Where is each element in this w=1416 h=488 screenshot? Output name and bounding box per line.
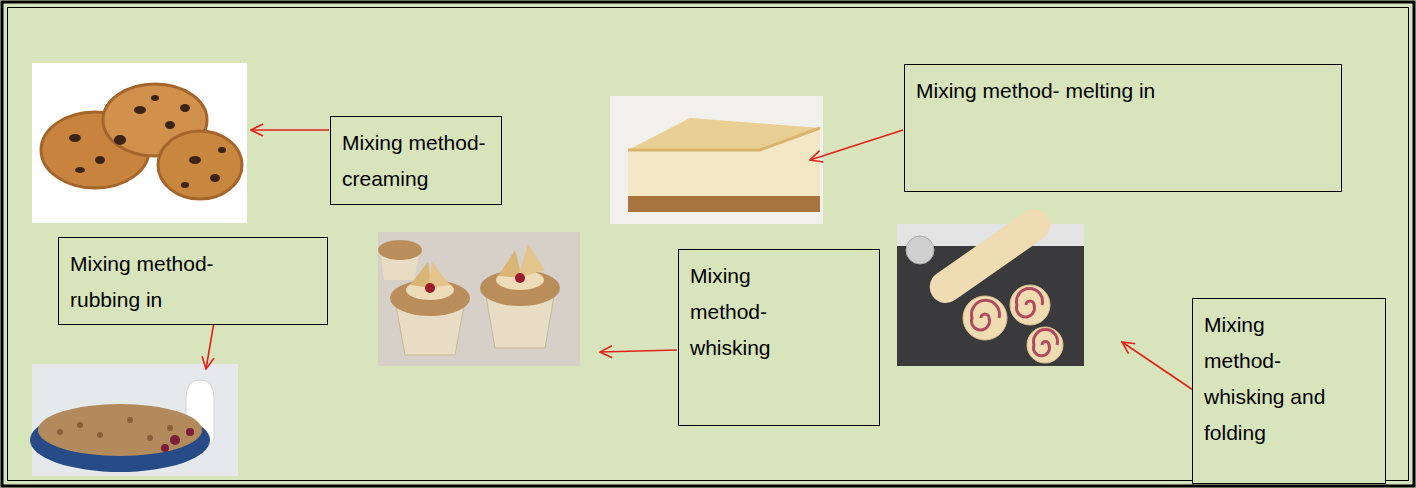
cheesecake-picture — [610, 96, 823, 224]
method-label: Mixing method- creaming — [342, 125, 495, 197]
swiss-roll-picture — [897, 203, 1084, 366]
method-box: Mixing method- melting in — [904, 64, 1342, 192]
method-label: Mixing method- melting in — [916, 73, 1335, 109]
method-box: Mixing method- whisking and folding — [1192, 298, 1386, 484]
leader-arrow — [206, 322, 214, 369]
cupcakes-picture — [378, 232, 580, 366]
crumble-picture — [30, 364, 238, 476]
cookies-picture — [32, 63, 247, 223]
method-box: Mixing method- creaming — [330, 116, 502, 205]
method-label: Mixing method- whisking — [690, 258, 812, 366]
leader-arrow — [810, 130, 903, 160]
method-label: Mixing method- whisking and folding — [1204, 307, 1336, 451]
method-box: Mixing method- whisking — [678, 249, 880, 426]
method-label: Mixing method- rubbing in — [70, 246, 260, 318]
leader-arrow — [251, 129, 329, 131]
leader-arrow — [600, 350, 677, 352]
method-box: Mixing method- rubbing in — [58, 237, 328, 325]
leader-arrow — [1122, 342, 1196, 392]
